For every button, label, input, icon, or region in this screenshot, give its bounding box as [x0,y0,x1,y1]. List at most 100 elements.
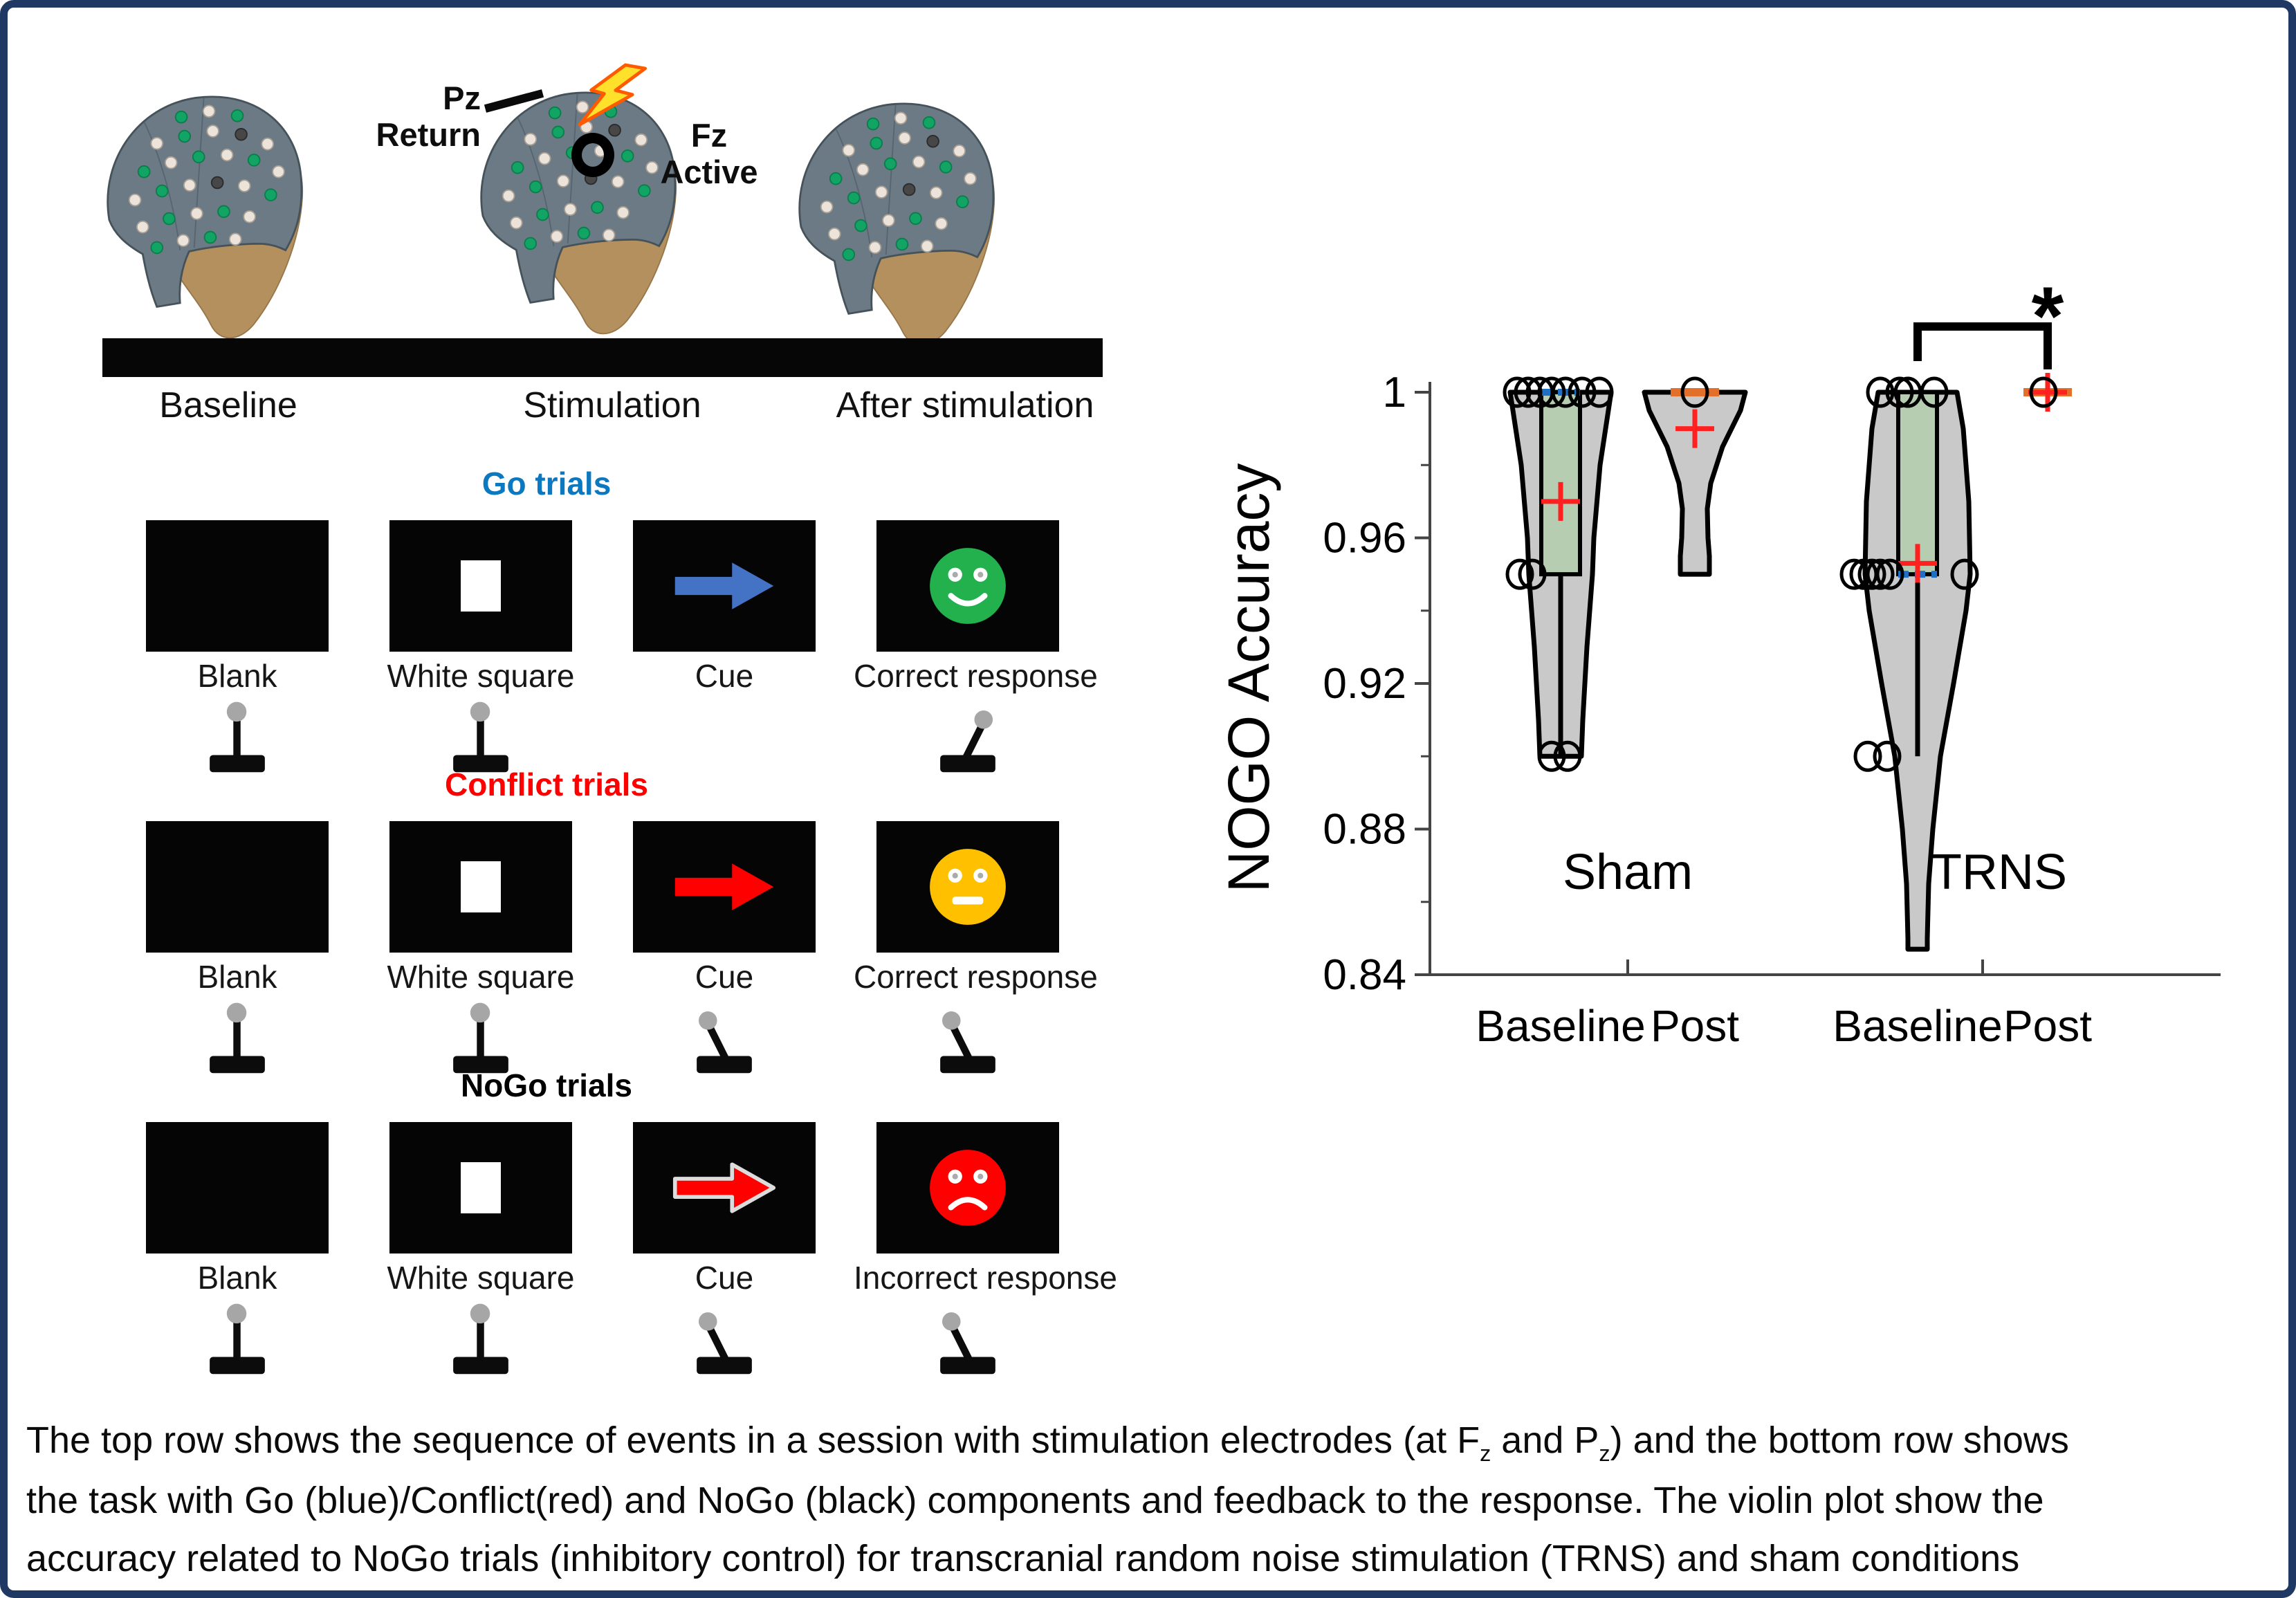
data-point [2029,376,2058,408]
conflict-arrow-icon [674,863,774,910]
trial-cell-label: Blank [197,658,277,694]
go-arrow-icon [674,562,774,609]
trial-cell-label: White square [387,658,575,694]
x-category-label: Post [2003,1001,2092,1051]
trial-cell-white-square: White square [367,821,595,1076]
fz-active-label: Fz Active [643,117,775,190]
stage-label-after-stimulation: After stimulation [836,385,1094,425]
trial-cell-label: Cue [695,959,754,995]
trial-cell-feedback: Correct response [854,520,1098,775]
trial-cell-label: White square [387,1260,575,1296]
fz-label-line2: Active [660,153,758,190]
lightning-icon [578,63,648,127]
data-point [1537,740,1566,772]
pz-return-label: Pz Return [356,80,481,153]
caption-line-2: the task with Go (blue)/Conflict(red) an… [26,1479,2044,1521]
stimulus-screen-white-square [389,520,572,652]
box [1896,390,1939,577]
data-point [1568,376,1597,408]
trial-cell-blank: Blank [123,1122,351,1377]
trial-cell-blank: Blank [123,821,351,1076]
pz-label-line1: Pz [443,80,481,116]
table-bar [102,338,1103,377]
trial-cell-label: Correct response [854,959,1098,995]
joystick-icon [453,1303,508,1375]
stimulus-screen-cue [633,1122,816,1253]
violin-shape [1642,389,1748,577]
x-category-label: Post [1651,1001,1739,1051]
sad-face-icon [930,1150,1006,1226]
trial-cell-feedback: Correct response [854,821,1098,1076]
trial-row-go: Go trials Blank White square [104,465,1114,775]
joystick-icon [940,1011,995,1074]
joystick-icon [210,1002,265,1074]
stimulus-screen-blank [146,1122,329,1253]
trial-cell-label: Cue [695,1260,754,1296]
data-point [1920,376,1949,408]
y-tick-label: 0.92 [1323,660,1406,708]
trial-cell-cue: Cue [610,1122,838,1377]
trial-cell-label: Blank [197,1260,277,1296]
eeg-cap-head-after-stimulation [798,102,995,346]
stimulus-screen-cue [633,821,816,953]
trial-cell-label: Incorrect response [854,1260,1117,1296]
significance-bracket [1913,322,2052,369]
data-point [1950,558,1979,590]
x-category-label: Baseline [1476,1001,1646,1051]
data-point [1505,558,1534,590]
trial-cell-feedback: Incorrect response [854,1122,1117,1377]
trial-cell-label: White square [387,959,575,995]
trial-row-conflict: Conflict trials Blank White square [104,766,1114,1076]
trial-cell-blank: Blank [123,520,351,775]
stimulus-screen-white-square [389,1122,572,1253]
caption-line-1: The top row shows the sequence of events… [26,1420,2069,1466]
x-category-label: Baseline [1833,1001,2003,1051]
trial-cell-label: Correct response [854,658,1098,694]
trial-cell-cue: Cue [610,520,838,775]
neutral-face-icon [930,849,1006,925]
white-square [461,861,501,912]
stimulus-screen-white-square [389,821,572,953]
trial-cell-label: Cue [695,658,754,694]
data-point [1551,376,1580,408]
stimulus-screen-blank [146,520,329,652]
joystick-icon [453,1002,508,1074]
caption-line-3: accuracy related to NoGo trials (inhibit… [26,1538,2020,1580]
nogo-arrow-icon [672,1162,776,1213]
trial-cell-cue: Cue [610,821,838,1076]
data-point [1503,376,1532,408]
group-label: Sham [1563,845,1693,900]
stage-label-stimulation: Stimulation [523,385,701,425]
data-point [1885,376,1914,408]
eeg-cap-head-baseline [107,95,304,339]
fz-electrode-ring-icon [571,133,614,177]
stimulus-screen-cue [633,520,816,652]
y-tick-label: 0.84 [1323,951,1406,999]
joystick-icon [453,701,508,773]
data-point [1585,376,1614,408]
stimulus-screen-blank [146,821,329,953]
group-label: TRNS [1931,845,2067,900]
joystick-icon [697,1312,752,1375]
stimulus-screen-feedback [876,1122,1059,1253]
data-point [1866,558,1895,590]
data-point [1866,376,1895,408]
stage-label-baseline: Baseline [159,385,297,425]
y-tick-label: 0.88 [1323,806,1406,854]
data-point [1537,376,1566,408]
caption: The top row shows the sequence of events… [26,1411,2281,1588]
joystick-icon [210,1303,265,1375]
data-point [1875,558,1904,590]
stimulus-screen-feedback [876,520,1059,652]
stimulus-screen-feedback [876,821,1059,953]
joystick-icon [697,1011,752,1074]
trial-cell-white-square: White square [367,520,595,775]
joystick-icon [940,1312,995,1375]
pz-label-line2: Return [376,116,481,153]
trial-row-nogo: NoGo trials Blank White square [104,1067,1117,1377]
data-point [1680,376,1709,408]
y-tick-label: 1 [1383,369,1406,416]
